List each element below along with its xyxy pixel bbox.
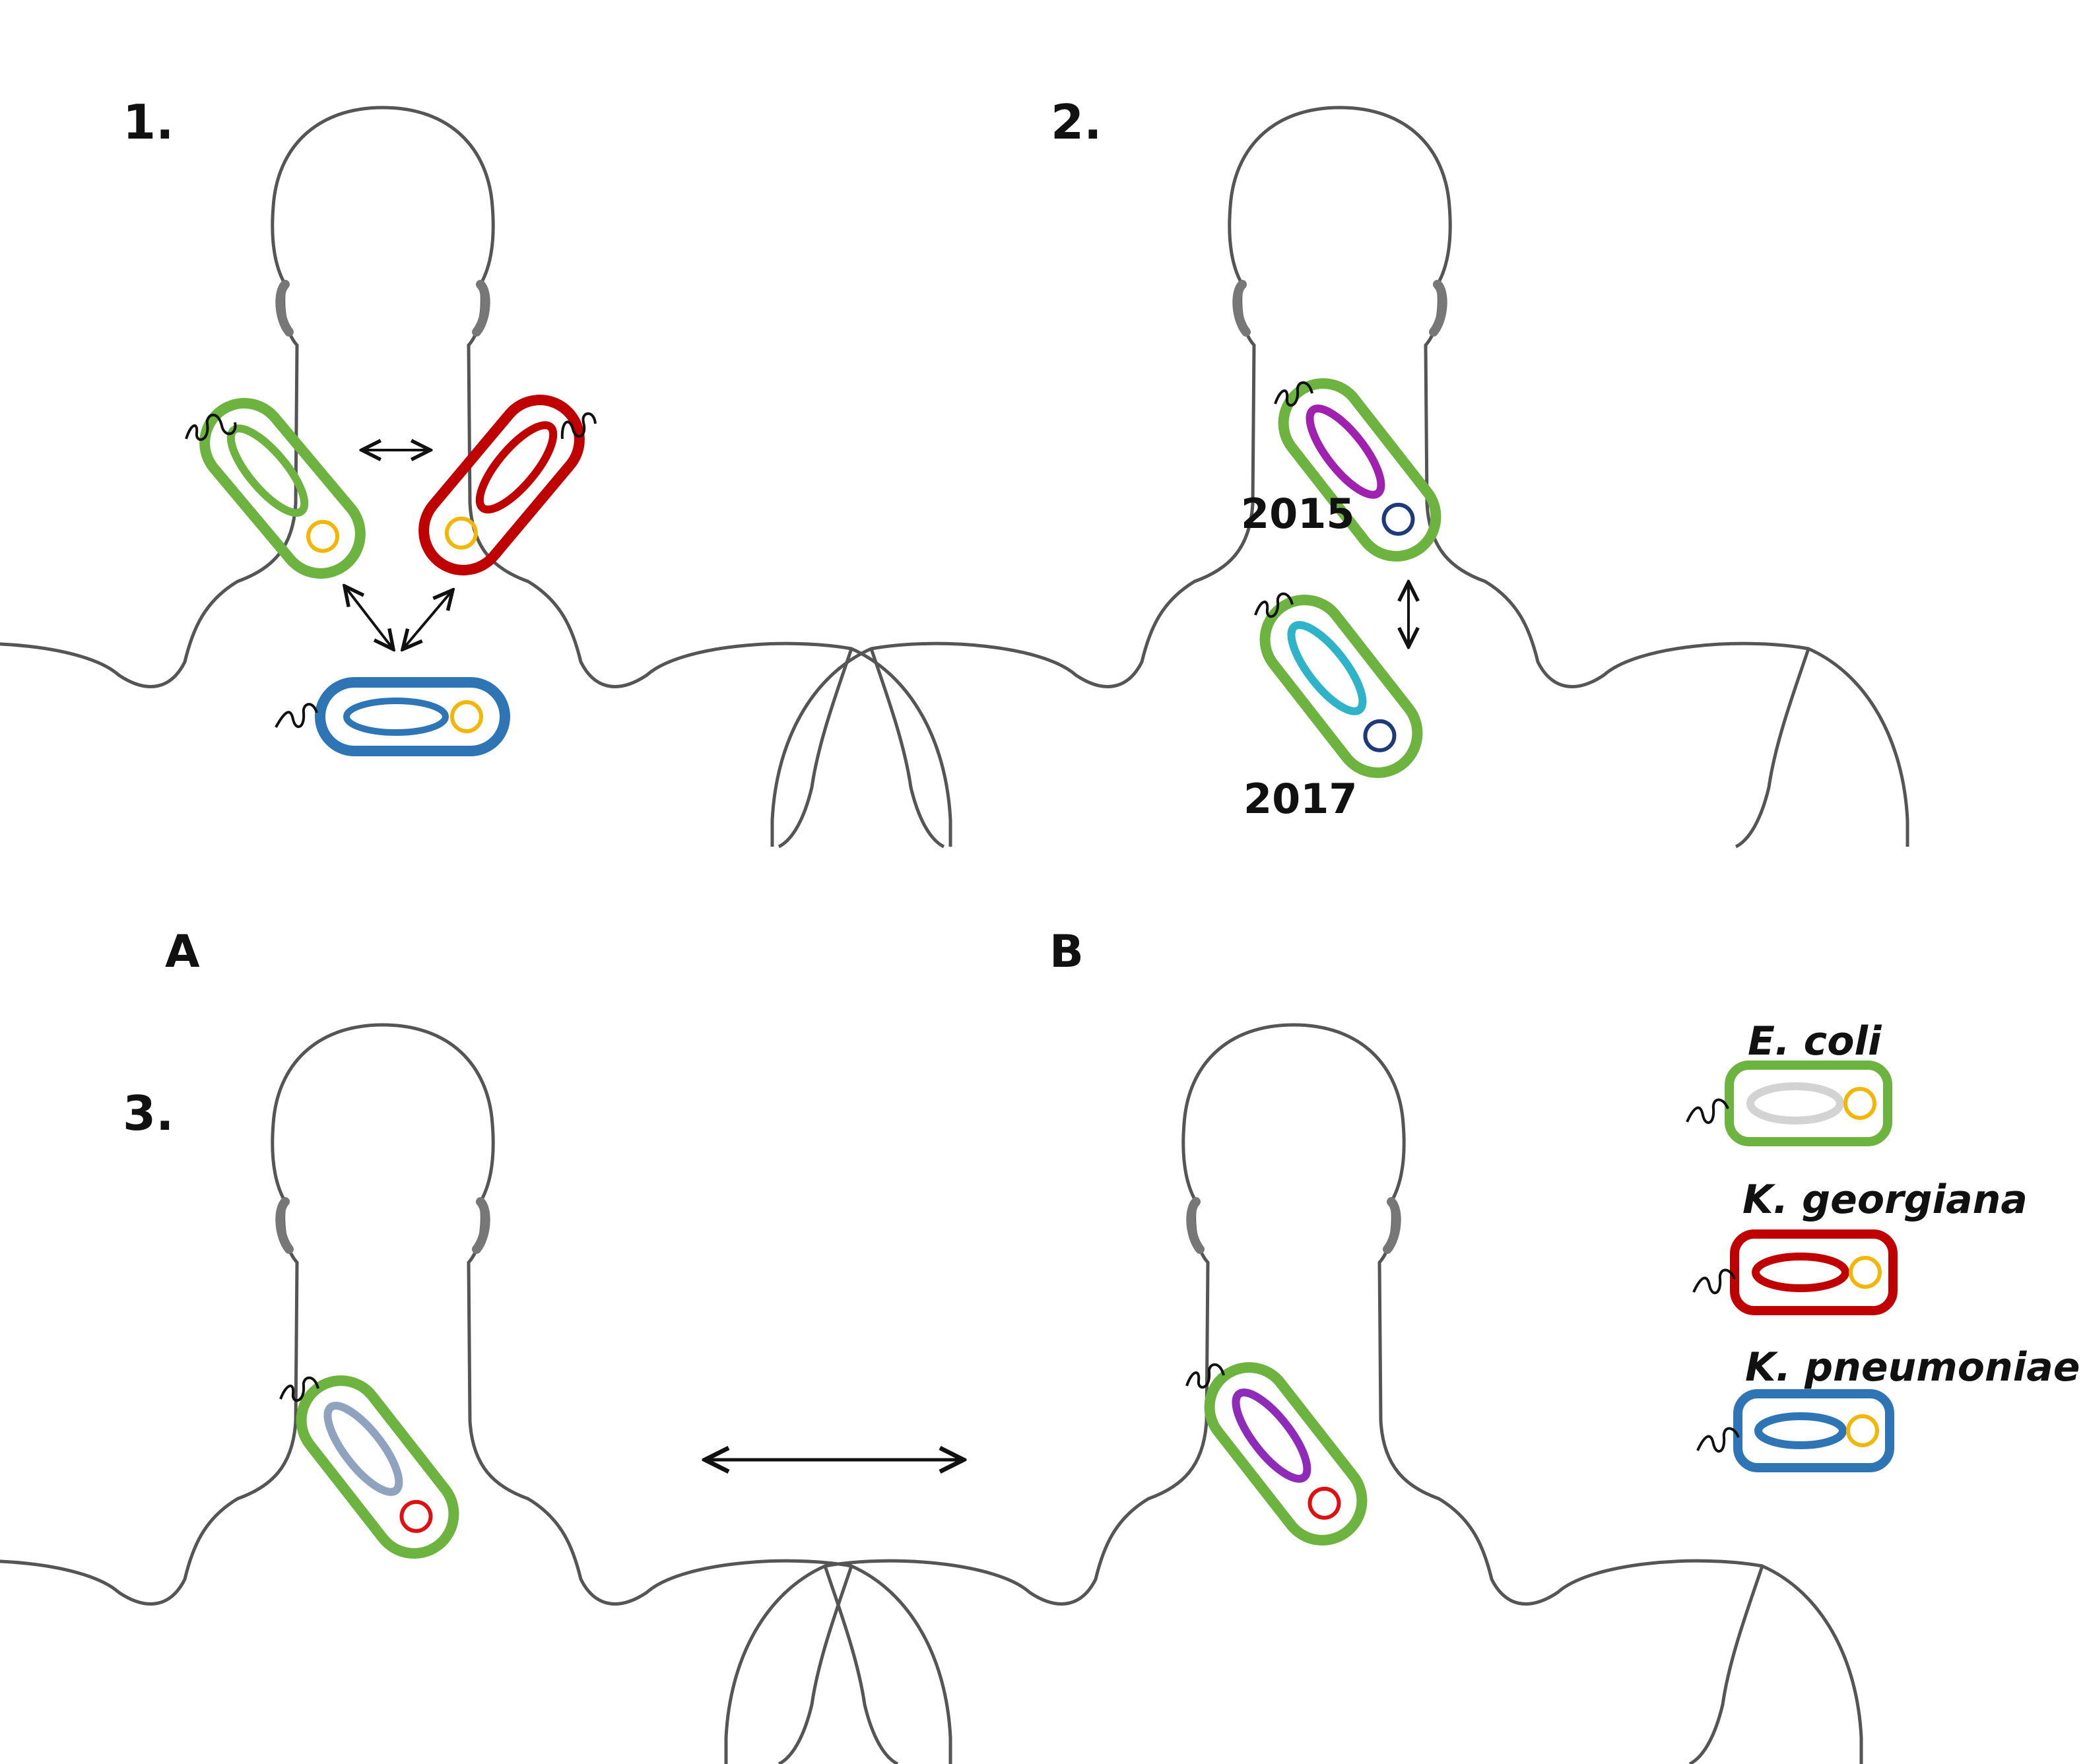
patient-b-label: B — [1049, 926, 1084, 978]
ring-2017 — [1363, 719, 1397, 752]
arrow-ecoli-kpneumoniae — [345, 586, 393, 649]
flagellum-kgeorgiana-panel-1 — [560, 412, 597, 440]
flagellum-patient-b — [1185, 1363, 1225, 1389]
ring-2015 — [1381, 502, 1415, 536]
plasmid-patient-b — [1232, 1388, 1311, 1483]
plasmid-kgeorgiana-panel-1 — [475, 421, 558, 514]
plasmid-2015 — [1306, 405, 1385, 499]
legend-cell-ecoli — [1725, 1061, 1892, 1146]
arrow-kgeorgiana-kpneumoniae — [403, 590, 453, 649]
legend-flagellum-ecoli — [1686, 1098, 1729, 1125]
flagellum-patient-a — [279, 1376, 319, 1402]
kpneumoniae-cell-panel-1 — [315, 677, 510, 756]
body-outline-panel-1 — [0, 108, 950, 847]
flagellum-ecoli-panel-1 — [185, 413, 237, 441]
ecoli-cell-2017 — [1259, 595, 1423, 778]
ecoli-cell-2015 — [1278, 378, 1441, 562]
legend: E. coli K. georgiana K. pneumoniae — [1686, 1018, 2080, 1472]
ring-patient-b — [1308, 1486, 1341, 1520]
plasmid-kpneumoniae-panel-1 — [343, 698, 449, 736]
year-2017-label: 2017 — [1243, 775, 1358, 823]
flagellum-2015 — [1274, 381, 1313, 407]
legend-label-kgeorgiana: K. georgiana — [1742, 1177, 2028, 1223]
plasmid-patient-a — [323, 1402, 403, 1496]
patient-a-label: A — [165, 926, 200, 978]
year-2015-label: 2015 — [1241, 490, 1355, 538]
legend-label-kpneumoniae: K. pneumoniae — [1745, 1344, 2080, 1390]
flagellum-2017 — [1254, 592, 1294, 618]
legend-flagellum-kgeorgiana — [1692, 1268, 1736, 1295]
legend-cell-kgeorgiana — [1730, 1229, 1898, 1315]
legend-cell-kpneumoniae — [1733, 1389, 1894, 1472]
legend-label-ecoli: E. coli — [1748, 1018, 1882, 1064]
ring-kgeorgiana-panel-1 — [444, 516, 478, 550]
kgeorgiana-cell-panel-1 — [418, 395, 585, 575]
legend-flagellum-kpneumoniae — [1696, 1427, 1740, 1453]
panel-2-label: 2. — [1051, 94, 1102, 150]
ring-ecoli-panel-1 — [306, 519, 340, 553]
plasmid-ecoli-panel-1 — [226, 424, 309, 517]
ecoli-cell-patient-a — [296, 1375, 459, 1559]
flagellum-kpneumoniae-panel-1 — [275, 703, 318, 729]
panel-3-label: 3. — [123, 1086, 174, 1141]
plasmid-2017 — [1287, 621, 1367, 715]
ecoli-cell-patient-b — [1204, 1362, 1368, 1546]
ring-kpneumoniae-panel-1 — [450, 700, 483, 733]
panel-1-label: 1. — [123, 94, 174, 150]
ring-patient-a — [399, 1499, 433, 1533]
